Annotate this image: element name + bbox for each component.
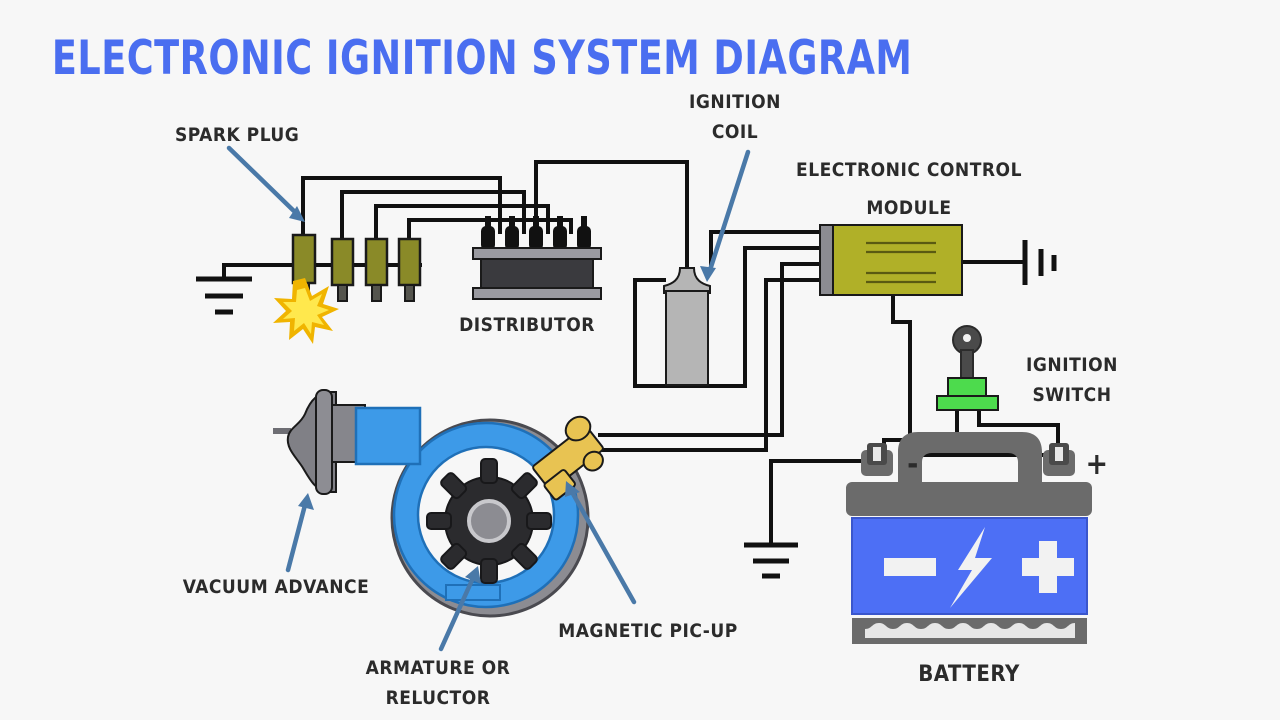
armature-reluctor	[426, 458, 552, 584]
label-vacuum-advance: VACUUM ADVANCE	[183, 576, 370, 598]
ecm-to-battery-wire	[891, 293, 912, 457]
ecm-ground-terminal-icon	[1022, 240, 1057, 285]
spark-plug-2	[330, 237, 355, 302]
label-ignition-switch-line2: SWITCH	[1032, 384, 1111, 406]
spark-plug-bank	[291, 233, 422, 310]
battery-negative-mark: -	[907, 447, 919, 482]
page-title: ELECTRONIC IGNITION SYSTEM DIAGRAM	[52, 31, 913, 86]
battery	[846, 432, 1092, 644]
ignition-switch	[936, 325, 999, 411]
label-armature-line2: RELUCTOR	[386, 687, 491, 709]
label-ignition-switch-line1: IGNITION	[1026, 354, 1118, 376]
label-magnetic-pickup: MAGNETIC PIC-UP	[558, 620, 738, 642]
electronic-control-module	[819, 224, 963, 296]
battery-top-cover	[846, 482, 1092, 516]
label-distributor: DISTRIBUTOR	[459, 314, 595, 336]
label-ecm-line1: ELECTRONIC CONTROL	[796, 159, 1022, 181]
label-ignition-coil-line1: IGNITION	[689, 91, 781, 113]
distributor-body	[480, 258, 594, 292]
pickup-to-ecm-wire-a	[598, 262, 826, 437]
label-ignition-coil-line2: COIL	[712, 121, 758, 143]
battery-terminal-negative	[861, 443, 893, 476]
coil-to-distributor-wire	[534, 160, 689, 280]
spark-plug-wire-2	[340, 190, 526, 240]
spark-plug-4	[397, 237, 422, 302]
arrow-magnetic-pickup	[565, 481, 637, 605]
battery-bolt-icon	[950, 527, 992, 608]
battery-minus-symbol	[884, 558, 936, 576]
arrow-vacuum-advance	[285, 493, 314, 573]
spark-plug-wire-group	[301, 176, 573, 240]
battery-wave-pattern	[865, 623, 1075, 638]
battery-ground-wire	[769, 459, 866, 547]
spark-plug-ground-wire	[222, 263, 298, 280]
distributor-base-plate	[472, 287, 602, 300]
diagram-labels: SPARK PLUG IGNITION COIL ELECTRONIC CONT…	[175, 91, 1118, 709]
spark-burst-icon	[273, 278, 339, 344]
switch-to-positive-wire	[977, 406, 1060, 457]
pickup-to-ecm-wire-b	[581, 278, 826, 452]
ecm-wire-2	[743, 246, 826, 388]
coil-to-ecm-wire	[709, 230, 826, 267]
magnetic-pickup	[532, 415, 604, 501]
battery-handle	[898, 432, 1042, 492]
distributor-terminals	[481, 216, 591, 250]
label-armature-line1: ARMATURE OR	[366, 657, 511, 679]
battery-plus-symbol	[1022, 541, 1074, 593]
ground-battery-icon	[744, 542, 798, 579]
label-spark-plug: SPARK PLUG	[175, 124, 299, 146]
ecm-left-edge	[819, 224, 835, 296]
arrow-armature-reluctor	[438, 566, 481, 652]
arrow-ignition-coil	[700, 149, 751, 282]
spark-plug-3	[364, 237, 389, 302]
arrow-spark-plug	[226, 145, 305, 222]
label-battery: BATTERY	[918, 662, 1020, 687]
distributor	[472, 216, 602, 300]
ecm-detail-lines	[866, 241, 936, 284]
ecm-body	[832, 224, 963, 296]
ignition-coil	[663, 267, 711, 386]
ground-spark-plug-icon	[196, 276, 252, 315]
leader-arrows	[226, 145, 751, 652]
distributor-top-plate	[472, 247, 602, 260]
battery-positive-mark: +	[1085, 447, 1108, 482]
vacuum-advance	[273, 389, 366, 495]
label-ecm-line2: MODULE	[866, 197, 951, 219]
battery-terminal-positive	[1043, 443, 1075, 476]
